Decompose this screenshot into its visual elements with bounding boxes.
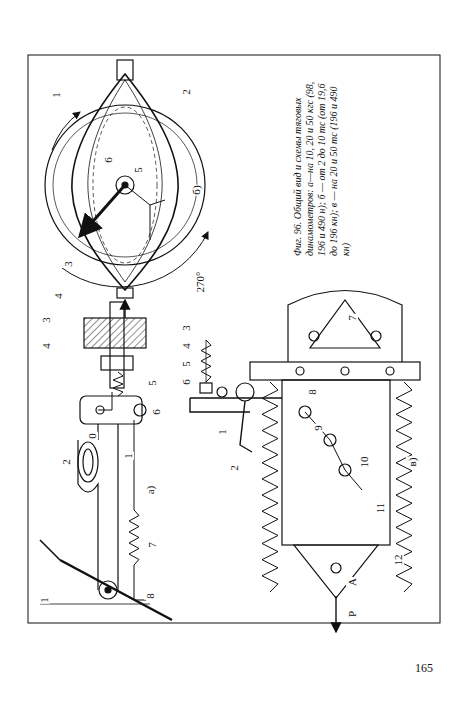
callout-number: 2 [60, 458, 72, 466]
callout-number: 9 [312, 424, 324, 432]
lever-dynamometer-v [190, 291, 420, 633]
callout-number: 1 [50, 91, 62, 99]
callout-number: 7 [146, 541, 158, 549]
callout-number: 6 [180, 378, 192, 386]
callout-number: 1 [122, 452, 134, 460]
callout-number: 1 [38, 596, 50, 604]
callout-number: 0 [86, 432, 98, 440]
spring-coil [201, 340, 211, 382]
callout-number: A [346, 577, 358, 587]
dial-figure [45, 60, 208, 318]
callout-number: 4 [52, 292, 64, 300]
callout-number: 1 [216, 428, 228, 436]
spring-coil [262, 382, 278, 592]
callout-number: 3 [180, 324, 192, 332]
callout-number: 5 [180, 360, 192, 368]
callout-number: б) [190, 184, 202, 195]
callout-number: 8 [144, 592, 156, 600]
callout-number: 165 [414, 662, 434, 674]
callout-number: 10 [358, 456, 370, 469]
spring-coil [129, 510, 139, 565]
spring-coils [113, 340, 412, 592]
callout-number: а) [144, 485, 156, 496]
callout-number: 6 [102, 156, 114, 164]
spring-dynamometer-a [40, 302, 172, 620]
callout-number: 4 [180, 342, 192, 350]
line-art [28, 55, 440, 632]
callout-number: 5 [146, 379, 158, 387]
callout-number: 4 [40, 342, 52, 350]
callout-number: 6 [150, 408, 162, 416]
callout-number: 3 [40, 316, 52, 324]
callout-number: 5 [132, 166, 144, 174]
callout-number: 3 [62, 260, 74, 268]
callout-number: 270° [194, 271, 206, 294]
callout-number: 2 [180, 88, 192, 96]
callout-number: 8 [306, 388, 318, 396]
spring-coil [113, 372, 123, 396]
callout-number: P [346, 610, 358, 618]
callout-number: в) [406, 457, 418, 468]
callout-number: 11 [374, 502, 386, 515]
callout-number: 12 [392, 554, 404, 567]
callout-number: 2 [228, 464, 240, 472]
page-frame [28, 55, 440, 623]
callout-number: 7 [346, 314, 358, 322]
figure-caption: Фиг. 96. Общий вид и схемы тяговых динам… [292, 80, 352, 256]
